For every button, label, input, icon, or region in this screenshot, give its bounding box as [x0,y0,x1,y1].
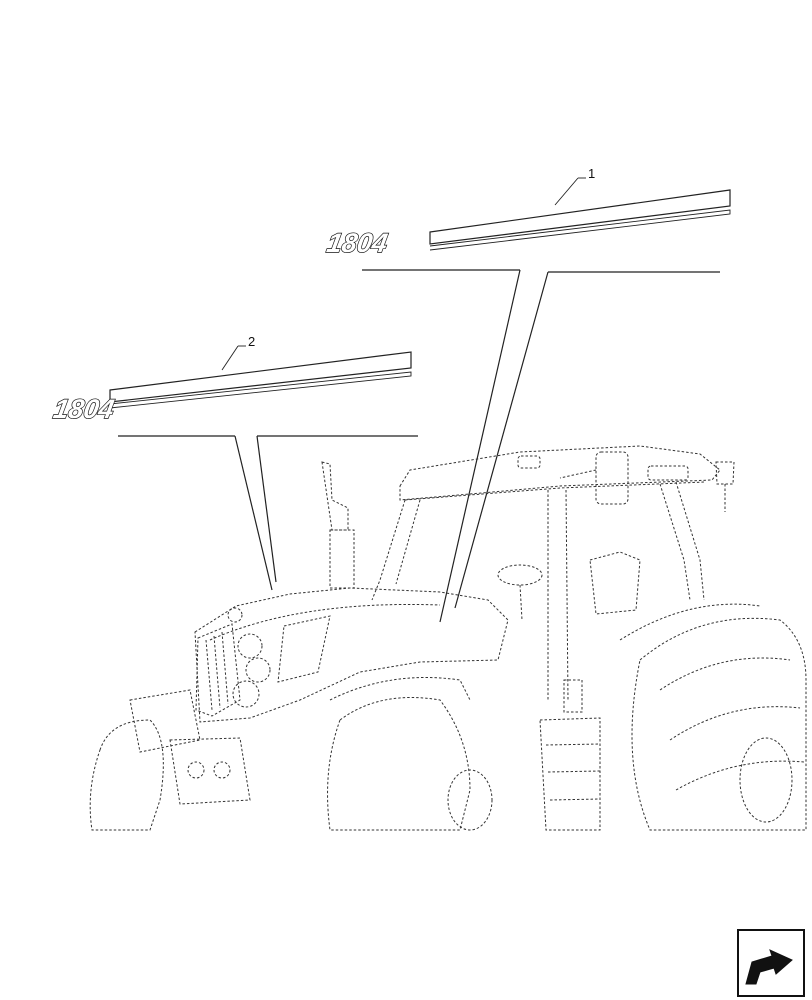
decal-text-1: 1804 [325,227,390,258]
operator-seat [589,551,641,615]
decal-text-2: 1804 [51,393,116,424]
front-wheel-left [89,719,164,831]
leader-line-1 [554,177,579,206]
front-grille [195,623,241,717]
front-fender [329,677,471,701]
headlight-2 [245,657,271,683]
rear-wheel-hub [739,737,793,823]
side-mirror [595,451,629,505]
decal-stripe-2 [109,351,412,403]
hood-side-window [277,615,331,683]
decal-stripe-1-lower [429,209,731,251]
exhaust-stack [321,461,349,531]
pointer-line-1a [439,269,521,623]
front-weights [129,689,201,753]
tractor-illustration [89,445,807,831]
decal-part-1: 1804 1 [324,166,731,623]
steering-wheel [497,564,543,586]
leader-line-2 [221,345,239,371]
decal-stripe-1 [429,189,731,245]
front-wheel-right [327,697,471,831]
headlight-1 [237,633,263,659]
pointer-line-2b [256,435,277,583]
decal-stripe-2-lower [109,371,412,409]
beacon [715,461,735,485]
cab-roof [399,445,721,501]
hood [194,587,509,723]
pointer-line-1b [454,271,549,609]
front-hitch [169,737,251,805]
cab-pillar-front-left [371,499,406,601]
cab-pillar-center [547,489,569,701]
return-arrow-icon[interactable] [737,929,805,997]
rear-wheel [631,617,807,831]
cab-steps [539,717,601,831]
cab-pillar-rear [659,483,691,601]
headlight-3 [232,680,260,708]
roof-vent [647,465,689,481]
roof-light-left [517,455,541,469]
decal-part-2: 1804 2 [51,334,418,591]
callout-number-1: 1 [588,166,595,181]
pointer-line-2a [234,435,273,591]
rear-fender [619,603,761,641]
callout-number-2: 2 [248,334,255,349]
hood-badge [227,607,243,623]
